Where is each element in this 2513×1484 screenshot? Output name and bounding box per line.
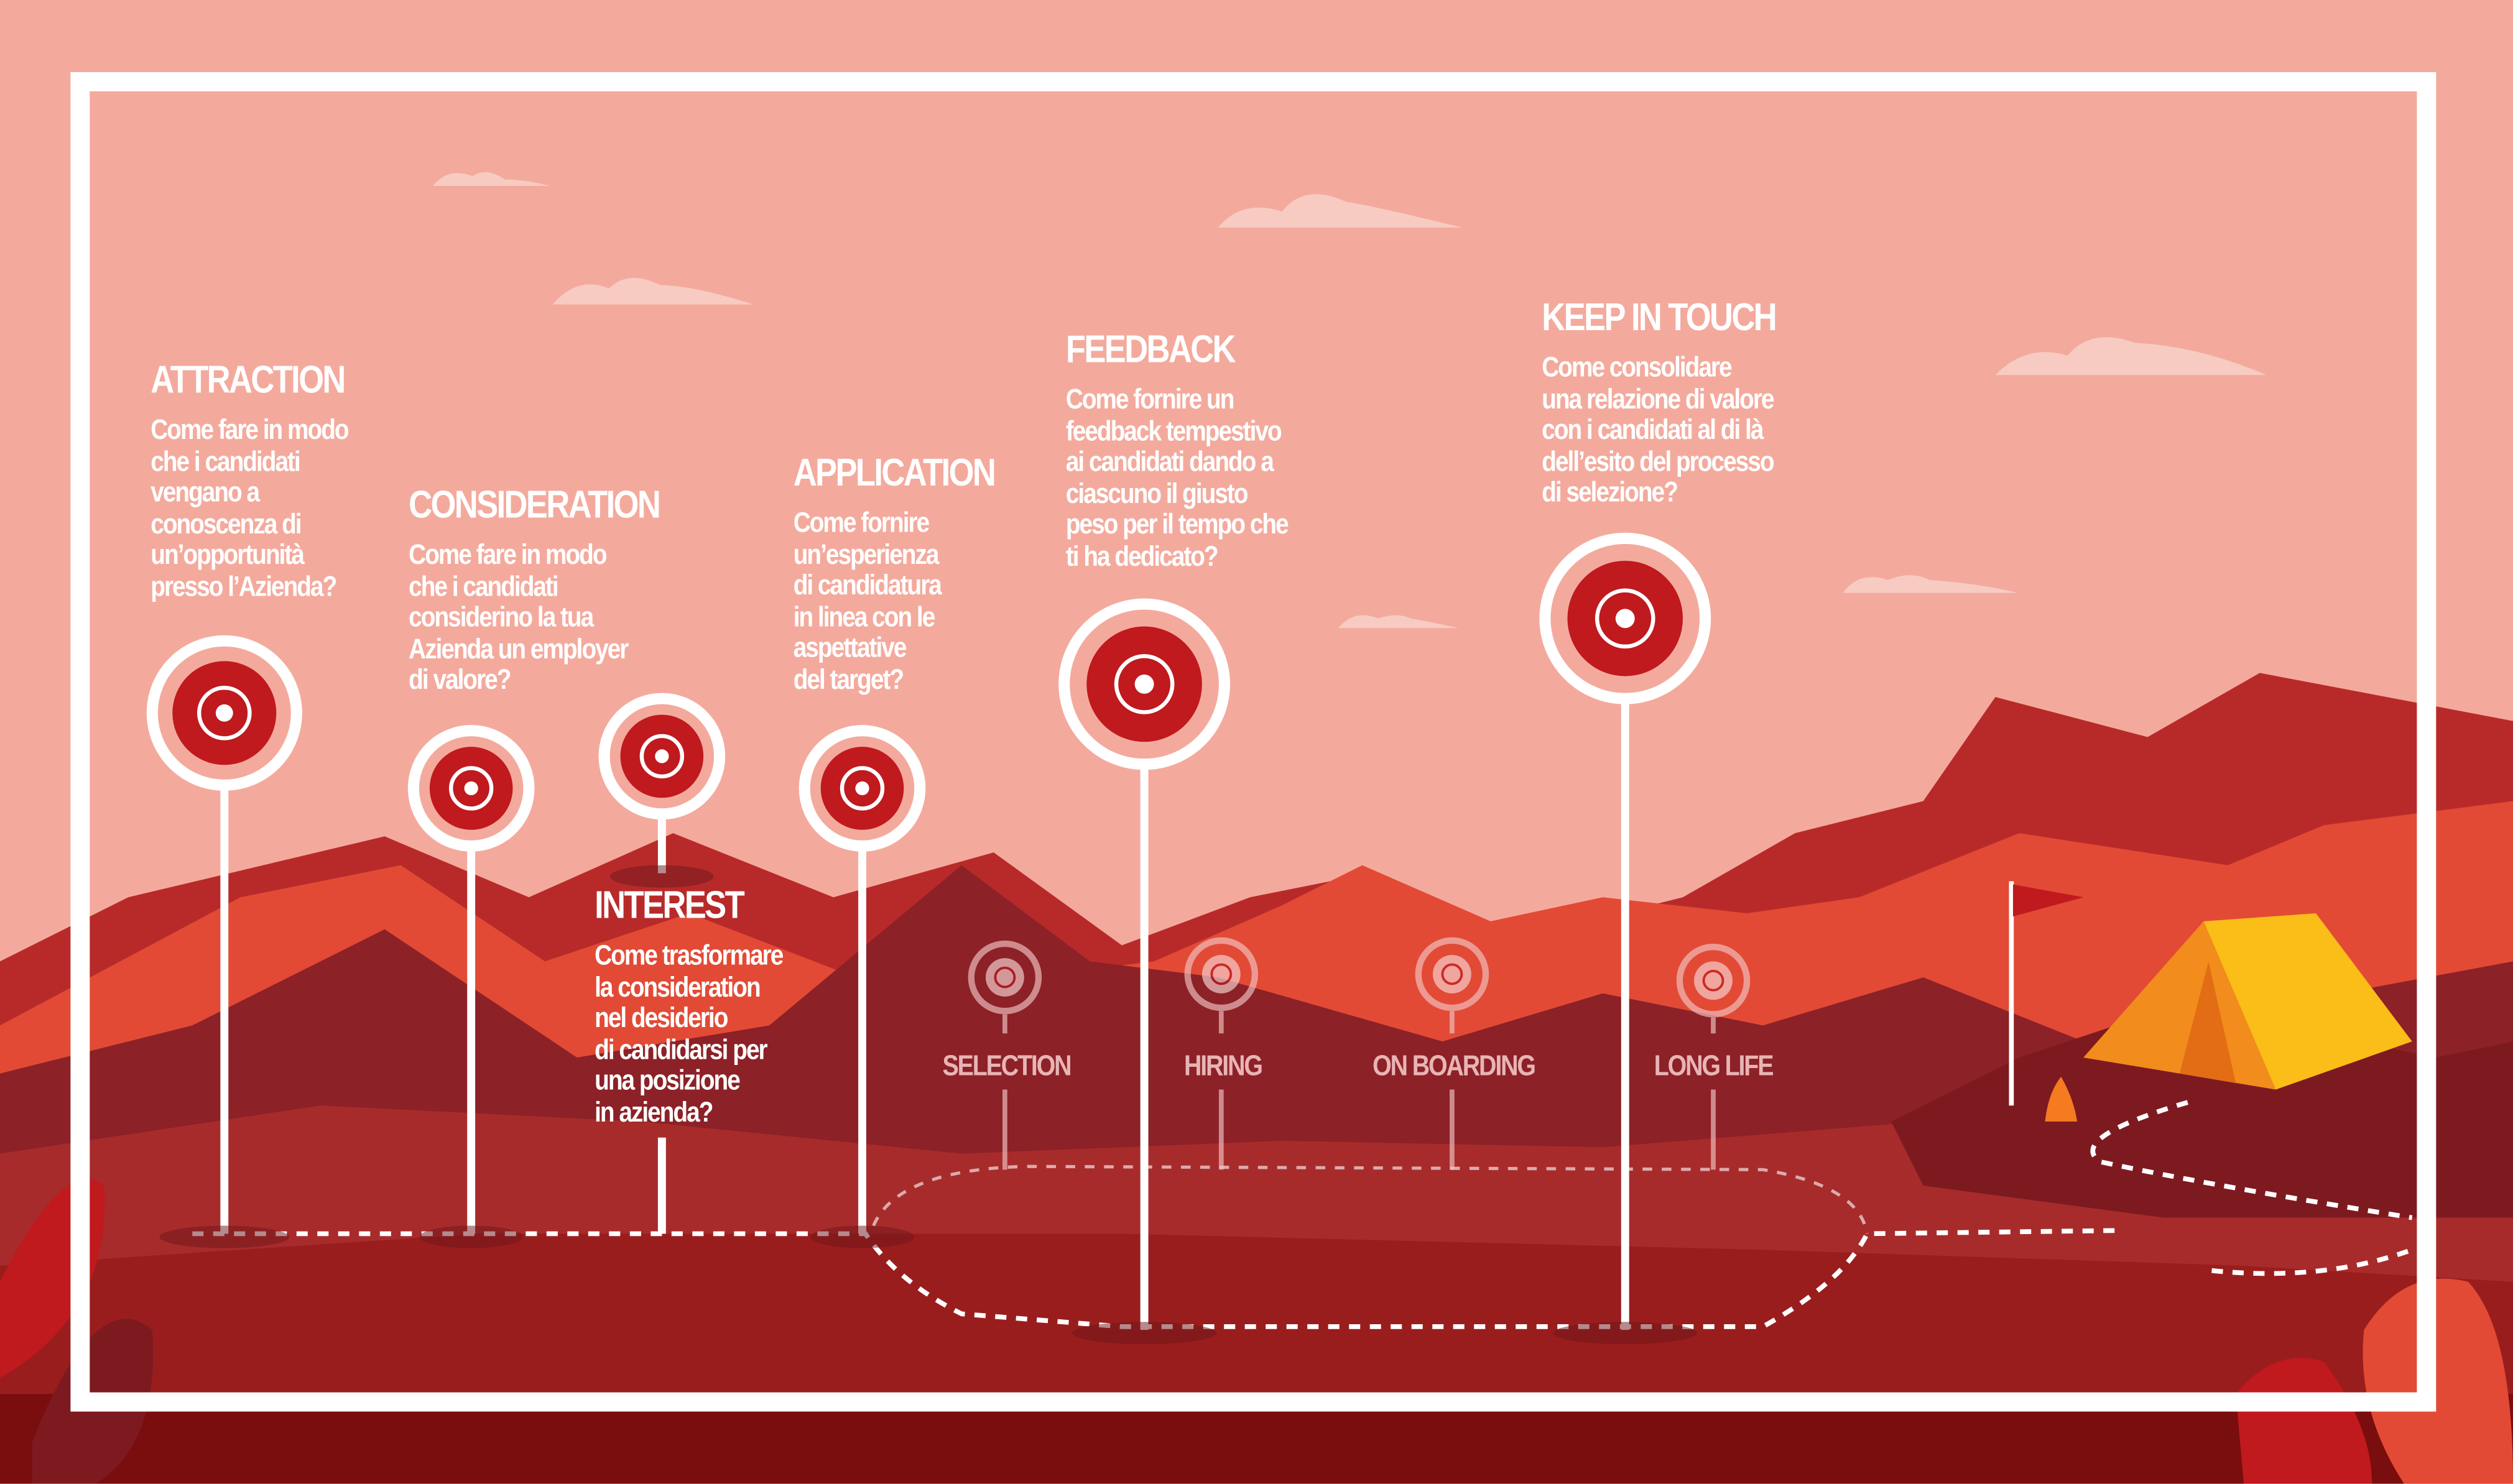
step-question: Come fornire un feedback tempestivo ai c… — [1065, 382, 1289, 571]
step-interest: INTEREST Come trasformare la considerati… — [595, 884, 813, 1128]
step-consideration: CONSIDERATION Come fare in modo che i ca… — [409, 484, 703, 696]
send-mail-icon — [1114, 654, 1175, 714]
sub-stage-on-boarding: ON BOARDING — [1372, 1049, 1536, 1082]
step-title: INTEREST — [595, 884, 745, 928]
target-arrow-icon — [985, 958, 1024, 997]
target-icon — [449, 766, 494, 811]
ok-hand-icon — [639, 734, 685, 779]
pin-keep-in-touch — [1539, 532, 1711, 1345]
step-question: Come consolidare una relazione di valore… — [1542, 351, 1774, 508]
handshake-icon — [1694, 961, 1733, 1000]
step-question: Come fare in modo che i candidati consid… — [409, 538, 629, 696]
pin-on-boarding — [1415, 937, 1489, 1170]
step-keep-in-touch: KEEP IN TOUCH Come consolidare una relaz… — [1542, 296, 1816, 509]
step-feedback: FEEDBACK Come fornire un feedback tempes… — [1066, 330, 1324, 572]
pin-hiring — [1184, 937, 1259, 1170]
pin-application — [798, 725, 926, 1248]
step-title: ATTRACTION — [150, 359, 346, 402]
pin-interest — [598, 693, 726, 1234]
sub-stage-selection: SELECTION — [942, 1049, 1072, 1082]
phone-touch-icon — [840, 766, 885, 811]
sub-stage-long-life: LONG LIFE — [1654, 1049, 1774, 1082]
step-title: FEEDBACK — [1065, 328, 1236, 372]
pin-attraction — [146, 635, 302, 1248]
pin-long-life — [1676, 943, 1751, 1170]
step-question: Come fare in modo che i candidati vengan… — [150, 413, 349, 602]
magnet-icon — [197, 686, 252, 740]
white-frame — [70, 71, 2437, 1412]
pin-selection — [968, 940, 1042, 1170]
clouds — [432, 172, 2267, 629]
step-title: CONSIDERATION — [409, 484, 661, 527]
step-question: Come fornire un’esperienza di candidatur… — [793, 506, 942, 695]
step-question: Come trasformare la consideration nel de… — [595, 939, 784, 1128]
pin-consideration — [407, 725, 535, 1248]
step-title: KEEP IN TOUCH — [1542, 296, 1777, 340]
pin-feedback — [1058, 598, 1231, 1345]
step-application: APPLICATION Come fornire un’esperienza d… — [794, 453, 1030, 695]
thumbs-up-icon — [1201, 955, 1241, 993]
airplane-icon — [1433, 955, 1471, 993]
step-attraction: ATTRACTION Come fare in modo che i candi… — [150, 359, 380, 602]
step-title: APPLICATION — [793, 451, 996, 495]
tent — [2009, 881, 2412, 1122]
journey-path — [192, 1228, 2116, 1329]
sub-stage-hiring: HIRING — [1183, 1049, 1263, 1082]
tap-finger-icon — [1594, 588, 1655, 649]
